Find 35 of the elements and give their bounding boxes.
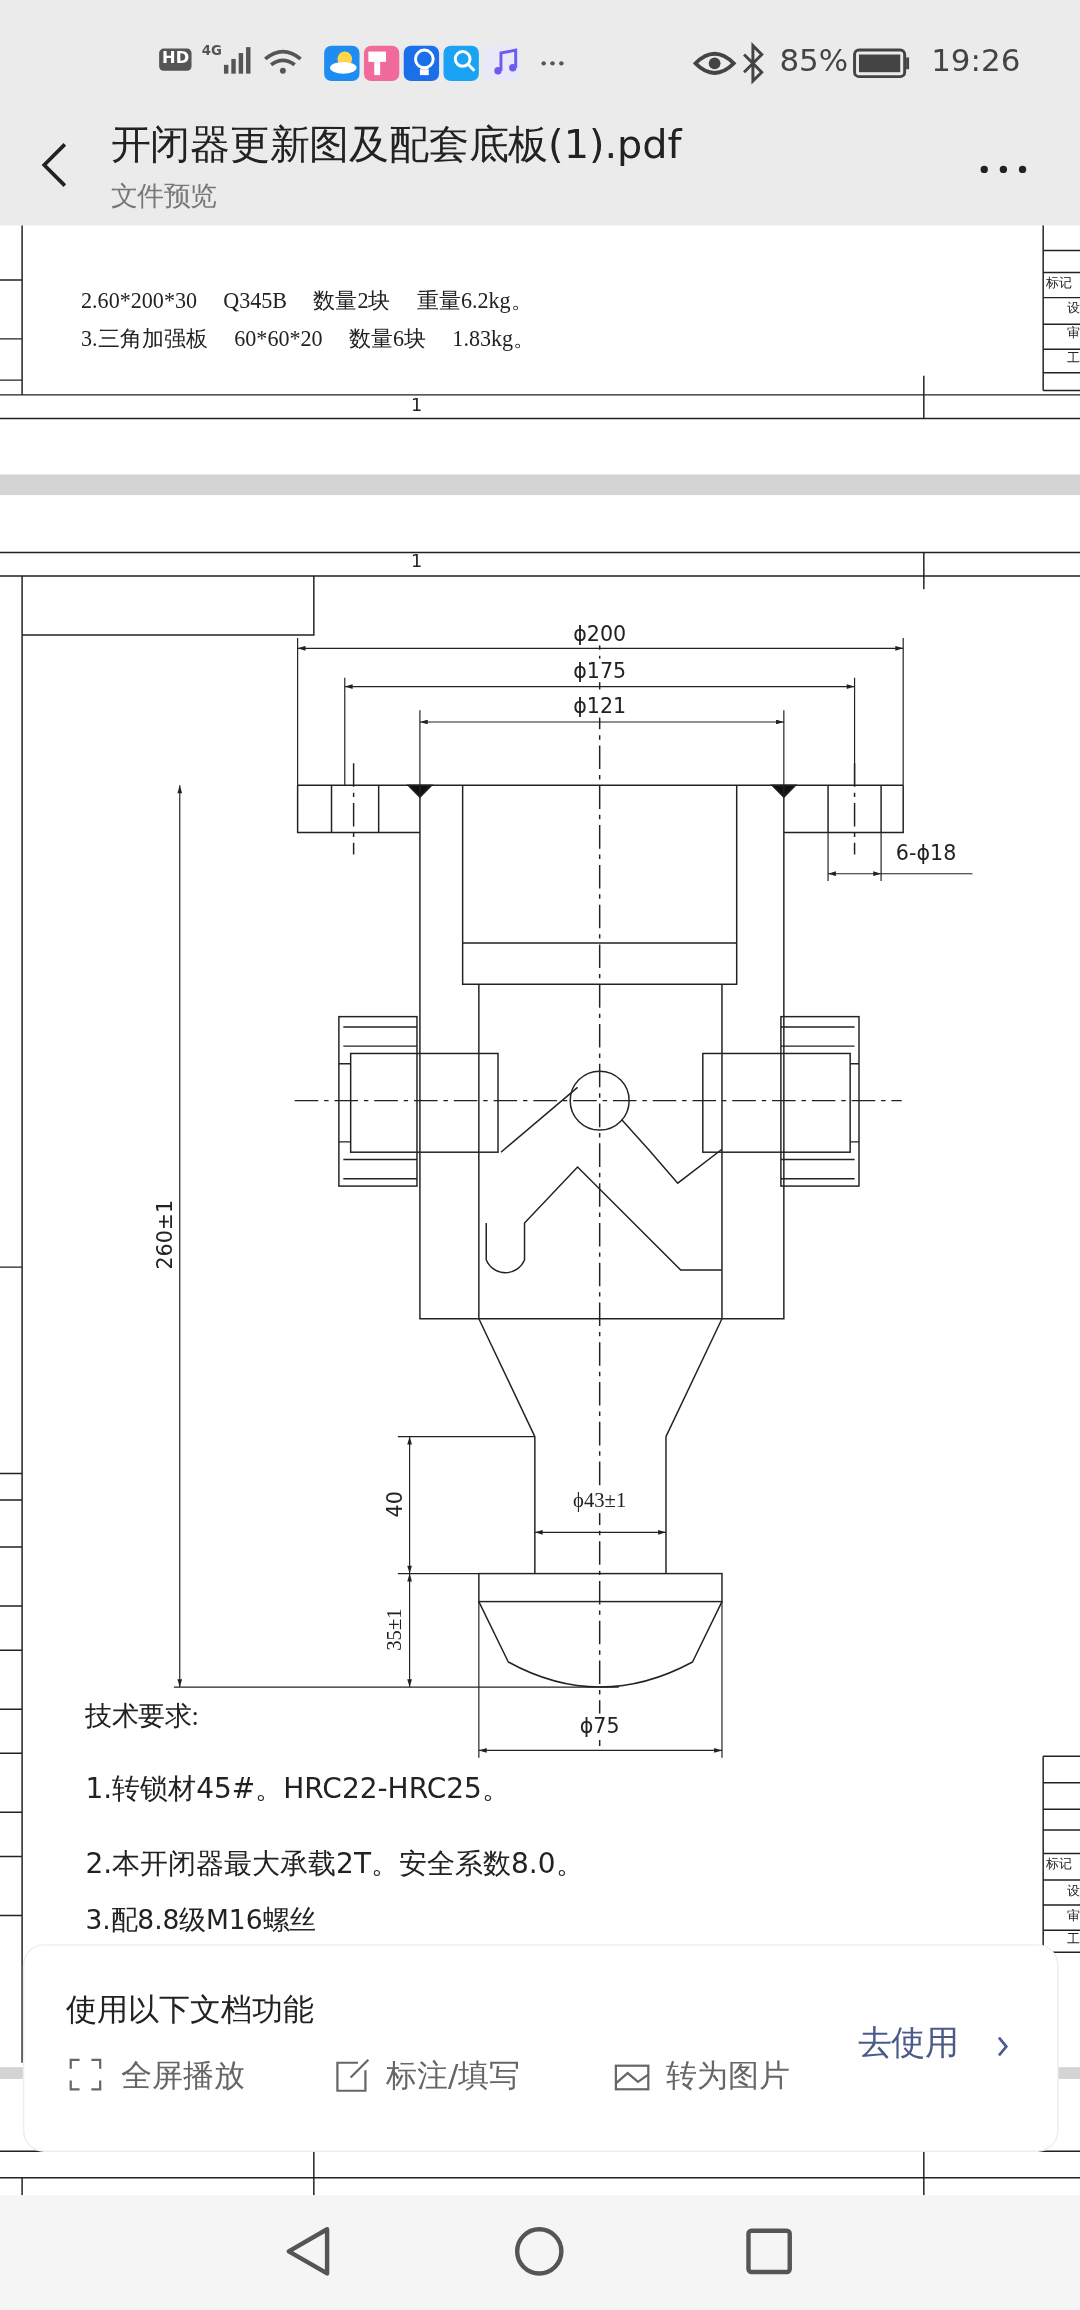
- battery-percent: 85%: [779, 42, 849, 79]
- title-block-text: 标记: [1046, 275, 1073, 291]
- page-number: 1: [411, 552, 423, 573]
- dimension-text: 6-ϕ18: [895, 841, 957, 865]
- note-text: 2.60*200*30 Q345B 数量2块 重量6.2kg。: [81, 288, 533, 315]
- title-block-text: 标记: [1046, 1856, 1073, 1872]
- dimension-text: ϕ75: [579, 1713, 620, 1738]
- requirement-text: 1.转锁材45#。HRC22-HRC25。: [85, 1772, 510, 1805]
- note-text: 3.三角加强板 60*60*20 数量6块 1.83kg。: [81, 327, 536, 353]
- title-block-text: 工: [1066, 350, 1080, 366]
- popup-option: 标注/填写: [386, 2058, 521, 2094]
- network-badge: HD: [159, 48, 193, 71]
- title-block-text: 审: [1066, 1908, 1080, 1924]
- dimension-text: 40: [383, 1491, 407, 1518]
- title-block-text: 设: [1066, 300, 1080, 316]
- link-text: 去使用: [857, 2023, 960, 2062]
- requirement-text: 3.配8.8级M16螺丝: [85, 1905, 316, 1936]
- dimension-text: 35±1: [383, 1608, 407, 1651]
- dimension-text: 260±1: [153, 1199, 177, 1270]
- network-type-text: 4G: [201, 42, 222, 58]
- dimension-text: ϕ175: [573, 658, 627, 683]
- requirement-text: 2.本开闭器最大承载2T。安全系数8.0。: [85, 1847, 584, 1880]
- title-block-text: 工: [1066, 1931, 1080, 1947]
- clock-time: 19:26: [931, 42, 1021, 79]
- title-block-text: 设: [1066, 1883, 1080, 1899]
- heading-text: 技术要求:: [85, 1701, 199, 1733]
- popup-option: 转为图片: [666, 2058, 790, 2094]
- dimension-text: ϕ121: [573, 693, 627, 718]
- title-block-text: 审: [1066, 325, 1080, 341]
- file-title: 开闭器更新图及配套底板(1).pdf: [110, 120, 682, 167]
- dimension-text: ϕ43±1: [573, 1489, 627, 1514]
- popup-option: 全屏播放: [120, 2058, 245, 2094]
- popup-message: 使用以下文档功能: [66, 1992, 314, 2028]
- file-subtitle: 文件预览: [110, 181, 217, 212]
- page-number: 1: [411, 396, 423, 417]
